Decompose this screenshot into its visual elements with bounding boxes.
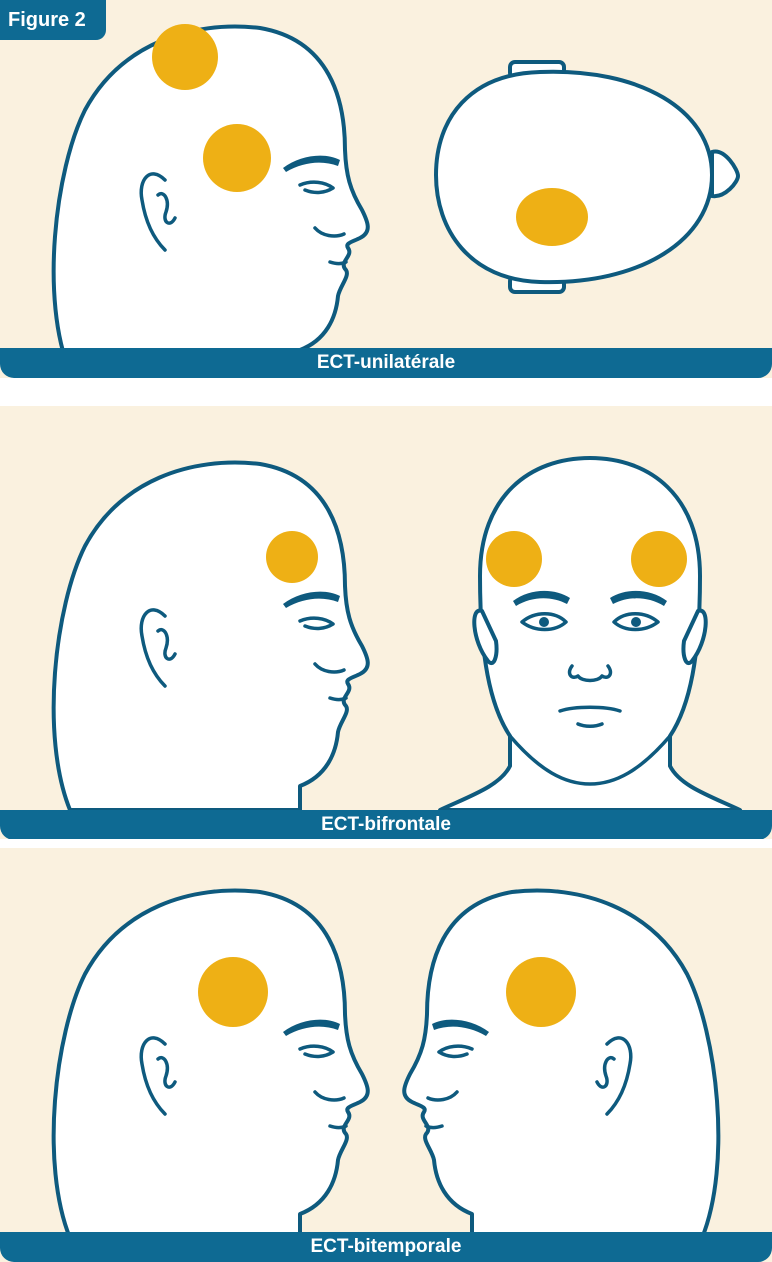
electrode-top [152,24,218,90]
top-view-head [436,62,738,292]
panel-bifrontal: ECT-bifrontale [0,406,772,839]
bifrontal-illustration [0,406,772,839]
electrode-profile [266,531,318,583]
panel-bitemporal: ECT-bitemporale [0,848,772,1262]
profile-head-left-facing [404,891,718,1238]
electrode-frontal-left [486,531,542,587]
panel-unilateral: ECT-unilatérale [0,0,772,378]
caption-unilateral: ECT-unilatérale [0,348,772,378]
profile-head-right-facing [54,463,368,810]
electrode-temporal [203,124,271,192]
electrode-temporal-left-head [198,957,268,1027]
profile-head-right-facing [54,27,368,372]
electrode-temporal-right-head [506,957,576,1027]
unilateral-illustration [0,0,772,378]
frontal-head [440,458,740,810]
bitemporal-illustration [0,848,772,1262]
electrode-top-view [516,188,588,246]
profile-head-right-facing [54,891,368,1238]
figure-label: Figure 2 [0,0,106,40]
caption-bitemporal: ECT-bitemporale [0,1232,772,1262]
electrode-frontal-right [631,531,687,587]
caption-bifrontal: ECT-bifrontale [0,810,772,839]
